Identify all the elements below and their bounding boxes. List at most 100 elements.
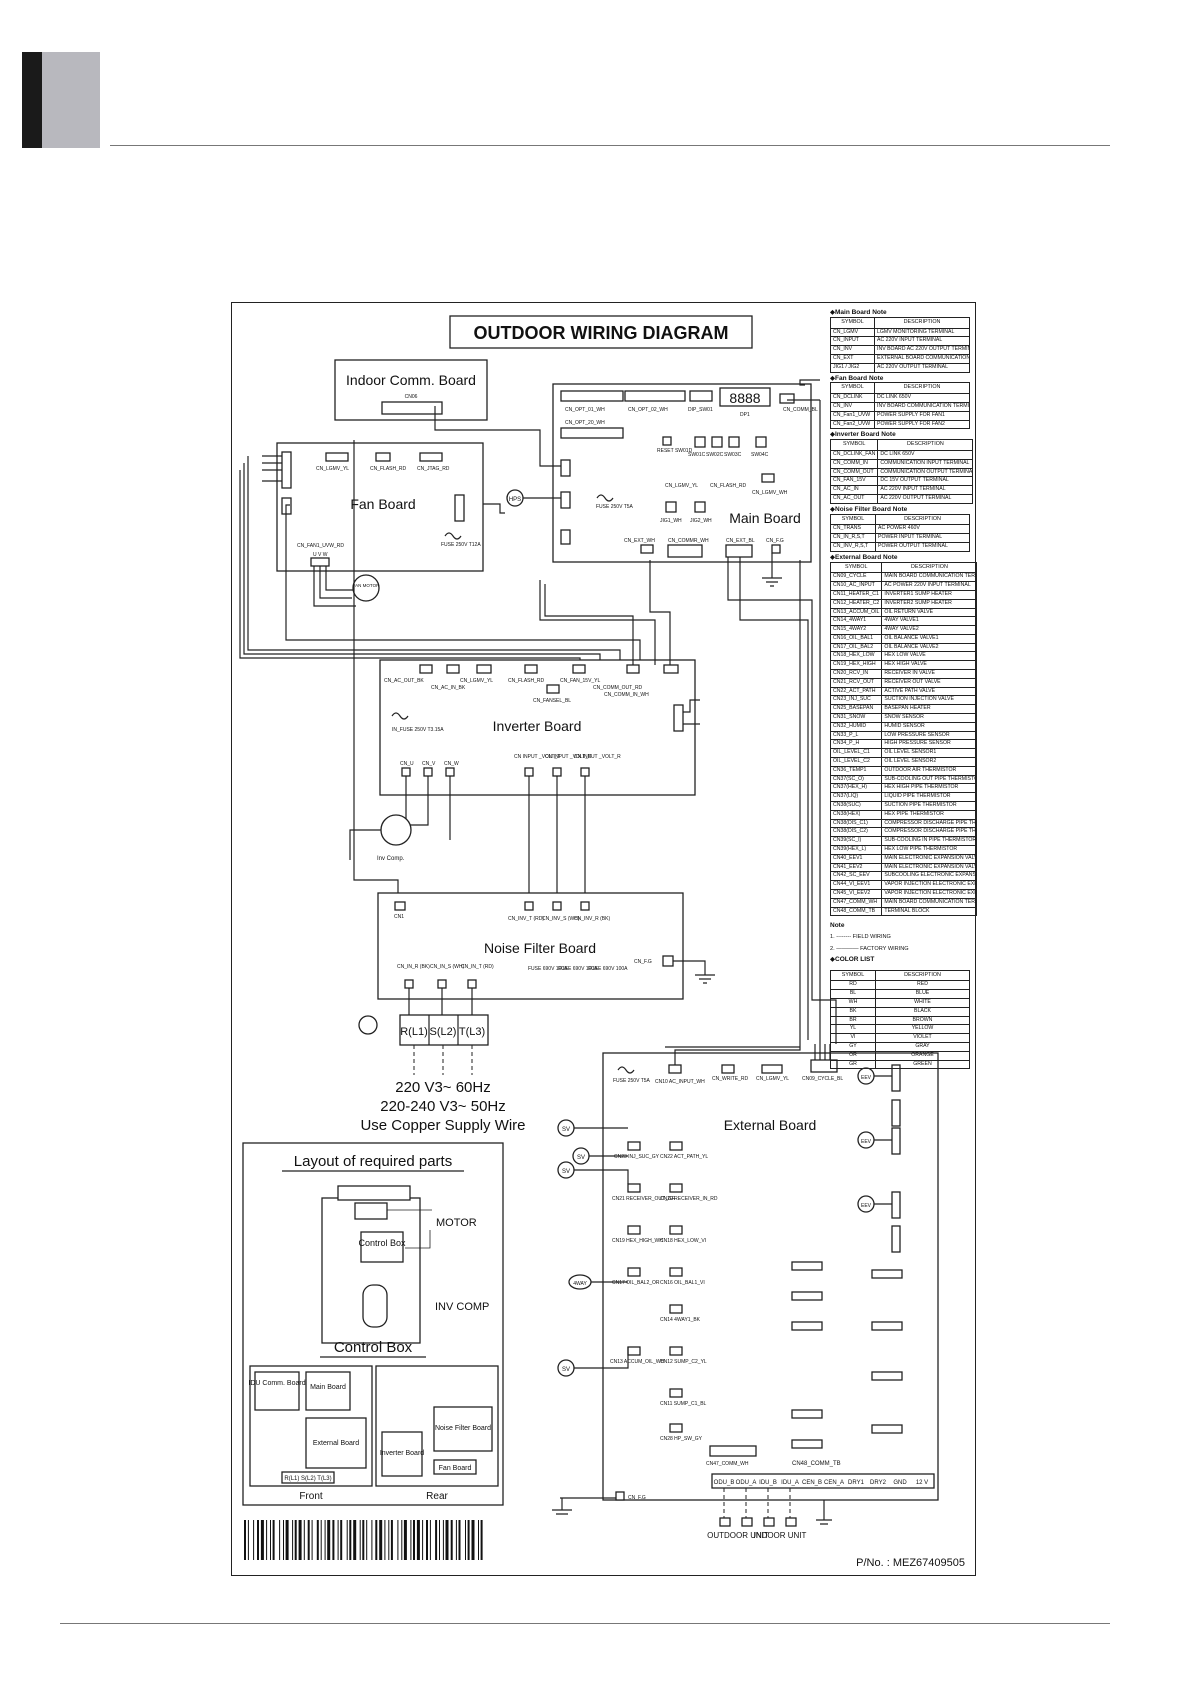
front-main [305,1371,351,1411]
eev-1-label: EEV [861,1075,872,1081]
cn06-label: CN06 [405,394,418,400]
title-box [449,315,753,349]
noise-in-s-label: CN_IN_S (WH) [430,964,465,970]
fan-motor-label: FAN MOTOR [353,583,380,588]
ext-cn28-label: CN28 HP_SW_GY [660,1436,703,1442]
fan-flash-label: CN_FLASH_RD [370,466,407,472]
symbol-cell: CN_AC_OUT [829,493,879,504]
noise-inv-s-label: CN_INV_S (WH) [542,916,580,922]
inv-cn-v [423,767,433,777]
jig2-label: JIG2_WH [690,518,712,524]
description-cell: BLACK [875,1006,970,1017]
symbol-cell: CN_Fan2_UVW [830,419,875,430]
barcode-bar [303,1520,305,1560]
diagram-title: OUTDOOR WIRING DIAGRAM [474,323,729,343]
cn-hps-connector [560,529,571,545]
symbol-cell: CN37(HEX_H) [829,783,883,794]
symbol-cell: CN15_4WAY2 [829,625,883,635]
description-cell: MAIN BOARD COMMUNICATION TERMINAL [881,572,978,583]
ext-cn16 [669,1267,683,1277]
indoor-comm-board-label: Indoor Comm. Board [346,372,476,388]
table-row: CN37(HEX_H)HEX HIGH PIPE THERMISTOR [829,783,978,794]
barcode-bar [346,1520,348,1560]
external-board-label: External Board [724,1117,817,1133]
barcode-bar [362,1520,365,1560]
rear-noise-filter-label: Noise Filter Board [435,1425,491,1432]
symbol-cell: CN16_OIL_BAL1 [829,633,883,644]
seven-seg-display [719,387,771,407]
symbol-cell: CN_EXT [830,353,875,364]
motor-box [354,1202,388,1220]
front-external-label: External Board [313,1440,359,1447]
ext-cn09-label: CN09_CYCLE_BL [802,1076,843,1082]
noise-cn-inv-s [552,901,562,911]
fan-uvw-connector [310,557,330,567]
description-cell: ACTIVE PATH VALVE [881,686,978,697]
description-cell: HEX PIPE THERMISTOR [881,809,978,820]
cn-comm-bl-connector [779,393,795,404]
symbol-header: SYMBOL [830,316,875,329]
comm-terminal-strip [711,1473,935,1489]
ext-cn21 [627,1183,641,1193]
noise-inv-t-label: CN_INV_T (RD) [508,916,544,922]
description-cell: 4WAY VALVE1 [881,616,978,627]
front-idu-comm-label: IDU Comm. Board [248,1380,305,1387]
description-cell: INV BOARD COMMUNICATION TERMINAL [874,401,970,412]
symbol-cell: JIG1 / JIG2 [830,362,875,373]
symbol-cell: CN22_ACT_PATH [829,686,883,697]
ext-cn-fg-label: CN_F.G [628,1495,646,1501]
table-row: CN38(DIS_C2)COMPRESSOR DISCHARGE PIPE TH… [829,827,978,838]
sw01c-switch [694,436,706,448]
barcode [244,1520,483,1560]
barcode-bar [435,1520,438,1560]
sw02c-label: SW02C [706,452,724,458]
description-cell: SUCTION INJECTION VALVE [881,695,978,706]
noise-cn-in-t [467,979,477,989]
cn45 [891,1225,901,1253]
cn41 [891,1099,901,1127]
color-list-title: ◆COLOR LIST [830,955,875,963]
description-cell: AC 220V OUTPUT TERMINAL [874,362,970,373]
symbol-cell: CN19_HEX_HIGH [829,660,883,671]
barcode-bar [397,1520,399,1560]
symbol-cell: BL [830,989,876,999]
barcode-bar [298,1520,302,1560]
inv-cn-u-label: CN_U [400,761,414,767]
term-gnd: GND [893,1480,907,1486]
barcode-bar [375,1520,378,1560]
description-cell: SUBCOOLING ELECTRONIC EXPANSION VALVE [881,871,978,882]
barcode-bar [266,1520,268,1560]
noise-cn-in-r [404,979,414,989]
term-dry1: DRY1 [848,1480,865,1486]
rear-label: Rear [426,1491,448,1502]
inv-ac-out-label: CN_AC_OUT_BK [384,678,424,684]
ext-cn18-label: CN18 HEX_LOW_VI [660,1238,706,1244]
description-cell: SUB-COOLING IN PIPE THERMISTOR [881,836,978,847]
ext-cn-write [721,1064,735,1074]
rear-fan-board-label: Fan Board [439,1465,472,1472]
description-cell: SUCTION PIPE THERMISTOR [881,801,978,811]
ext-cn20 [669,1183,683,1193]
barcode-bar [283,1520,284,1560]
ext-cn13 [627,1346,641,1356]
ext-cn21-label: CN21 RECEIVER_OUT_GR [612,1196,676,1202]
description-cell: OIL LEVEL SENSOR1 [881,748,978,759]
description-header: DESCRIPTION [877,439,974,451]
header-tab-grey [42,52,100,148]
ext-cn19 [627,1225,641,1235]
description-cell: BROWN [875,1015,970,1026]
description-cell: POWER OUTPUT TERMINAL [875,541,970,552]
